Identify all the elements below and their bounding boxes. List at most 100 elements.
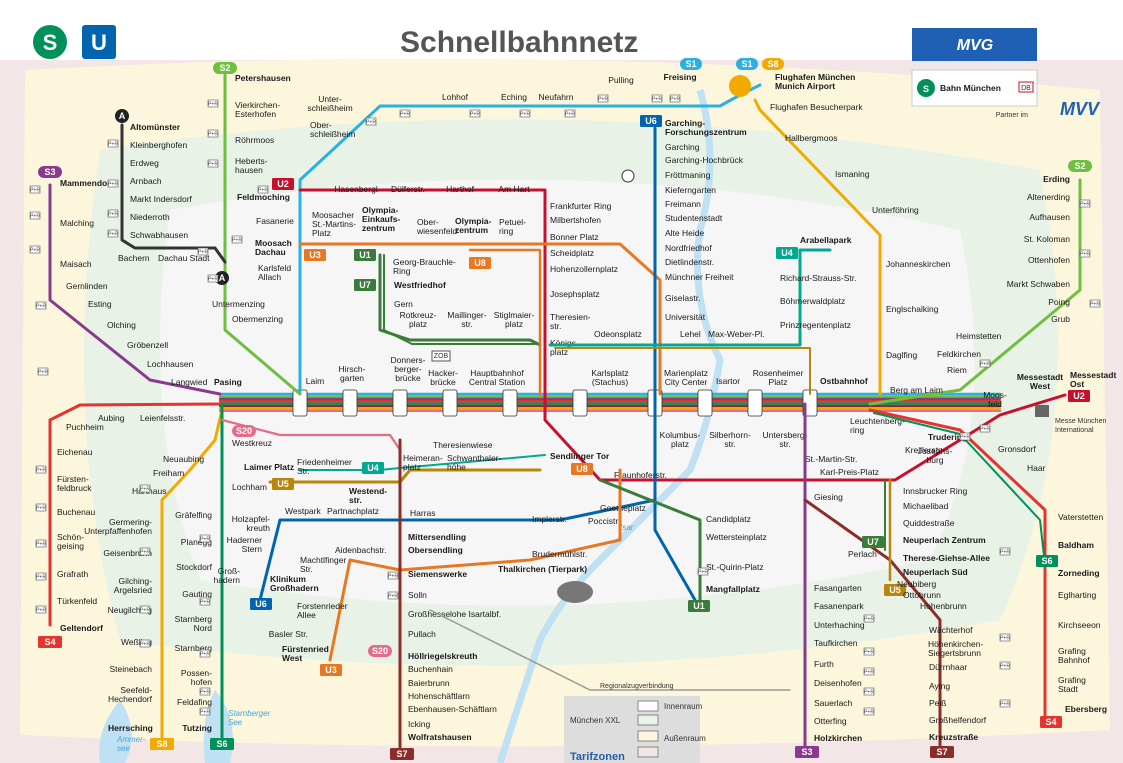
park-and-ride-label: P+R <box>864 616 874 622</box>
park-and-ride-label: P+R <box>232 237 242 243</box>
park-and-ride-label: P+R <box>36 303 46 309</box>
badge-u4-west: U4 <box>367 463 379 473</box>
park-and-ride-box <box>863 647 875 656</box>
park-and-ride-label: P+R <box>864 689 874 695</box>
station-fasangarten: Fasangarten <box>814 583 862 593</box>
u2-line <box>298 188 1067 482</box>
station-poccistr: Poccistr. <box>588 516 620 526</box>
station-neuaubing: Neuaubing <box>163 454 204 464</box>
park-and-ride-box <box>999 699 1011 708</box>
park-and-ride-label: P+R <box>36 607 46 613</box>
park-and-ride-box <box>35 465 47 474</box>
station-johanneskirchen: Johanneskirchen <box>886 259 951 269</box>
badge-u6-south-bg <box>250 598 272 610</box>
park-and-ride-label: P+R <box>864 649 874 655</box>
station-peiss: Peiß <box>929 698 946 708</box>
park-and-ride-label: P+R <box>108 211 118 217</box>
park-and-ride-box <box>199 649 211 658</box>
station-gauting: Gauting <box>182 589 212 599</box>
park-and-ride-label: P+R <box>36 467 46 473</box>
park-and-ride-label: P+R <box>140 641 150 647</box>
station-englschalking: Englschalking <box>886 304 939 314</box>
legend-tarifzonen: Tarifzonen <box>570 751 625 763</box>
station-fr-ttmaning: Fröttmaning <box>665 170 711 180</box>
park-and-ride-box <box>863 707 875 716</box>
station-markt-schwaben: Markt Schwaben <box>1007 279 1071 289</box>
station-stiglmaierplatz: Stiglmaier-platz <box>494 310 535 329</box>
station-kreuzstrasse: Kreuzstraße <box>929 732 978 742</box>
park-and-ride-label: P+R <box>200 689 210 695</box>
park-and-ride-box <box>387 591 399 600</box>
park-and-ride-box <box>207 159 219 168</box>
station-obermenzing: Obermenzing <box>232 314 283 324</box>
park-and-ride-label: P+R <box>108 231 118 237</box>
station-neuperlach-sued: Neuperlach Süd <box>903 567 968 577</box>
station-mammendorf: Mammendorf <box>60 178 114 188</box>
station-georg-brauchle-ring: Georg-Brauchle-Ring <box>393 257 456 276</box>
park-and-ride-label: P+R <box>36 541 46 547</box>
station-mittersendling: Mittersendling <box>408 532 466 542</box>
ammersee-label: Ammer-see <box>116 735 146 753</box>
station-hohenzollernplatz: Hohenzollernplatz <box>550 264 618 274</box>
badge-u6-north-bg <box>640 115 662 127</box>
park-and-ride-box <box>35 539 47 548</box>
park-and-ride-label: P+R <box>520 111 530 117</box>
station-st-quirin-platz: St.-Quirin-Platz <box>706 562 764 572</box>
station-grosshelfendorf: Großhelfendorf <box>929 715 987 725</box>
park-and-ride-label: P+R <box>208 276 218 282</box>
station-rotkreuzplatz: Rotkreuz-platz <box>400 310 437 329</box>
badge-u4-west-bg <box>362 462 384 474</box>
station-hirschgarten: Hirsch-garten <box>339 364 366 383</box>
badge-s20-south-bg <box>368 645 392 657</box>
station-lehel: Lehel <box>680 329 701 339</box>
legend-innenraum-swatch <box>637 700 659 712</box>
badge-u7-north-bg <box>354 279 376 291</box>
station-baierbrunn: Baierbrunn <box>408 678 450 688</box>
station-olympiazentrum: Olympia-zentrum <box>455 216 492 235</box>
park-and-ride-box <box>29 245 41 254</box>
station-fraunhoferstr: Fraunhoferstr. <box>614 470 667 480</box>
park-and-ride-label: P+R <box>108 141 118 147</box>
u-bahn-logo <box>82 25 116 59</box>
badge-s1-airport-bg <box>736 58 758 70</box>
badge-s20-west-bg <box>232 425 256 437</box>
station-ebenhausen-sch-ftlarn: Ebenhausen-Schäftlarn <box>408 704 497 714</box>
station-trudering: Trudering <box>928 432 967 442</box>
station-starnberg: Starnberg <box>175 643 213 653</box>
station-tuerkenfeld: Türkenfeld <box>57 596 97 606</box>
station-josephsplatz: Josephsplatz <box>550 289 600 299</box>
station-roehrmoos: Röhrmoos <box>235 135 274 145</box>
badge-u1-north-bg <box>354 249 376 261</box>
station-garching: Garching <box>665 142 700 152</box>
station-fuerstenfeldbruck: Fürsten-feldbruck <box>57 474 92 493</box>
s8-line-southwest <box>160 408 224 740</box>
station-leienfelsstr: Leienfelsstr. <box>140 413 185 423</box>
park-and-ride-box <box>519 109 531 118</box>
station-am-hart: Am Hart <box>498 184 530 194</box>
station-boehmerwaldplatz: Böhmerwaldplatz <box>780 296 845 306</box>
park-and-ride-label: P+R <box>140 549 150 555</box>
station-feldafing: Feldafing <box>177 697 212 707</box>
legend-xxl-swatch <box>637 714 659 726</box>
park-and-ride-label: P+R <box>200 709 210 715</box>
station-st--koloman: St. Koloman <box>1024 234 1071 244</box>
legend-aussenraum: Außenraum <box>664 734 706 743</box>
badge-s6-south-bg <box>210 738 234 750</box>
ammersee-lake <box>99 700 132 763</box>
badge-u3-north-bg <box>304 249 326 261</box>
station-arabellapark: Arabellapark <box>800 235 852 245</box>
park-and-ride-box <box>139 639 151 648</box>
station-steinebach: Steinebach <box>109 664 152 674</box>
station-neuperlach-zentrum: Neuperlach Zentrum <box>903 535 986 545</box>
zob-icon <box>431 350 451 362</box>
station-heimeranplatz: Heimeran-platz <box>403 453 443 472</box>
station-planegg: Planegg <box>181 537 212 547</box>
park-and-ride-box <box>959 432 971 441</box>
park-and-ride-label: P+R <box>108 181 118 187</box>
